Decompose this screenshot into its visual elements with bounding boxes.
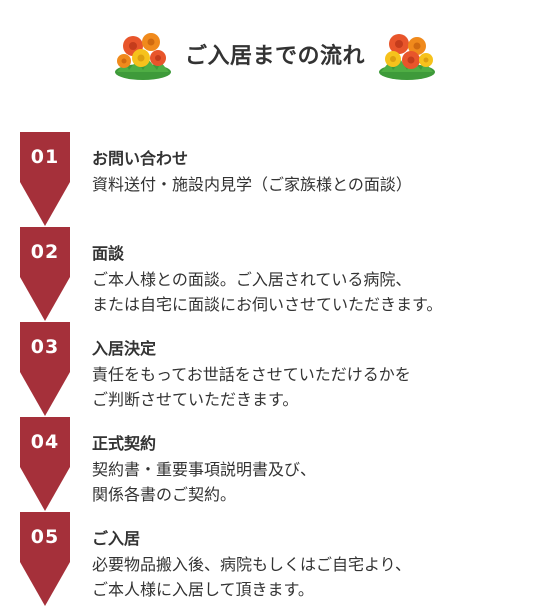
page-header: ご入居までの流れ <box>0 22 550 86</box>
arrow-icon <box>20 227 70 321</box>
step-title: ご入居 <box>92 529 141 548</box>
step-description: 契約書・重要事項説明書及び、 関係各書のご契約。 <box>92 457 316 507</box>
step-description: 資料送付・施設内見学（ご家族様との面談） <box>92 172 412 197</box>
step-badge: 03 <box>20 322 70 416</box>
step-description-line: 資料送付・施設内見学（ご家族様との面談） <box>92 175 412 194</box>
step-description-line: ご判断させていただきます。 <box>92 390 299 409</box>
flower-icon <box>114 33 171 80</box>
step-badge: 04 <box>20 417 70 511</box>
step-number: 02 <box>30 241 60 263</box>
step-description: 必要物品搬入後、病院もしくはご自宅より、 ご本人様に入居して頂きます。 <box>92 552 411 602</box>
step-description-line: ご本人様との面談。ご入居されている病院、 <box>92 270 412 289</box>
arrow-icon <box>20 512 70 606</box>
step-badge: 01 <box>20 132 70 226</box>
step-description: 責任をもってお世話をさせていただけるかを ご判断させていただきます。 <box>92 362 411 412</box>
step-description-line: 必要物品搬入後、病院もしくはご自宅より、 <box>92 555 412 574</box>
step-number: 03 <box>30 336 60 358</box>
step-title: 面談 <box>92 244 125 263</box>
step-description: ご本人様との面談。ご入居されている病院、 または自宅に面談にお伺いさせていただき… <box>92 267 442 317</box>
arrow-icon <box>20 132 70 226</box>
step-title: 入居決定 <box>92 339 157 358</box>
step-description-line: 契約書・重要事項説明書及び、 <box>92 460 317 479</box>
page-title: ご入居までの流れ <box>184 44 365 69</box>
step-item: 05 ご入居 必要物品搬入後、病院もしくはご自宅より、 ご本人様に入居して頂きま… <box>0 512 550 607</box>
arrow-icon <box>20 322 70 416</box>
step-number: 05 <box>30 526 60 548</box>
step-item: 03 入居決定 責任をもってお世話をさせていただけるかを ご判断させていただきま… <box>0 322 550 417</box>
step-item: 01 お問い合わせ 資料送付・施設内見学（ご家族様との面談） <box>0 132 550 227</box>
flower-icon <box>379 34 435 80</box>
step-badge: 05 <box>20 512 70 606</box>
step-item: 04 正式契約 契約書・重要事項説明書及び、 関係各書のご契約。 <box>0 417 550 512</box>
step-title: お問い合わせ <box>92 149 189 168</box>
step-description-line: または自宅に面談にお伺いさせていただきます。 <box>92 295 443 314</box>
step-badge: 02 <box>20 227 70 321</box>
step-item: 02 面談 ご本人様との面談。ご入居されている病院、 または自宅に面談にお伺いさ… <box>0 227 550 322</box>
step-title: 正式契約 <box>92 434 157 453</box>
step-number: 04 <box>30 431 60 453</box>
arrow-icon <box>20 417 70 511</box>
step-description-line: 関係各書のご契約。 <box>92 485 237 504</box>
step-description-line: ご本人様に入居して頂きます。 <box>92 580 314 599</box>
step-description-line: 責任をもってお世話をさせていただけるかを <box>92 365 411 384</box>
step-number: 01 <box>30 146 60 168</box>
